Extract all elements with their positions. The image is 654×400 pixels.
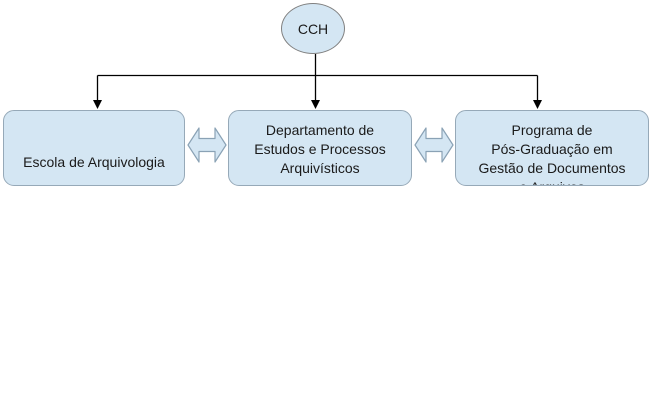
node-label-line: Estudos e Processos — [254, 141, 386, 157]
node-departamento-estudos-processos-arquivisticos: Departamento de Estudos e Processos Arqu… — [228, 110, 412, 186]
node-label-line-clipped: e Arquivos — [456, 178, 648, 185]
node-label-line: Programa de — [511, 122, 593, 138]
node-label-line: Escola de Arquivologia — [23, 154, 165, 170]
double-arrow-left-icon — [187, 127, 227, 163]
node-escola-de-arquivologia: Escola de Arquivologia — [3, 110, 185, 186]
node-label-line: Gestão de Documentos — [478, 160, 626, 176]
double-arrow-right-icon — [414, 127, 454, 163]
node-label-line: Pós-Graduação em — [491, 141, 613, 157]
node-cch: CCH — [281, 3, 345, 54]
node-label-line: Departamento de — [265, 122, 375, 138]
node-cch-label: CCH — [297, 20, 329, 37]
arrowhead-left-icon — [93, 100, 102, 109]
node-programa-pos-graduacao-gestao-documentos: Programa de Pós-Graduação em Gestão de D… — [455, 110, 649, 186]
arrowhead-center-icon — [311, 100, 320, 109]
arrowhead-right-icon — [533, 100, 542, 109]
node-label-line: Arquivísticos — [280, 160, 360, 176]
